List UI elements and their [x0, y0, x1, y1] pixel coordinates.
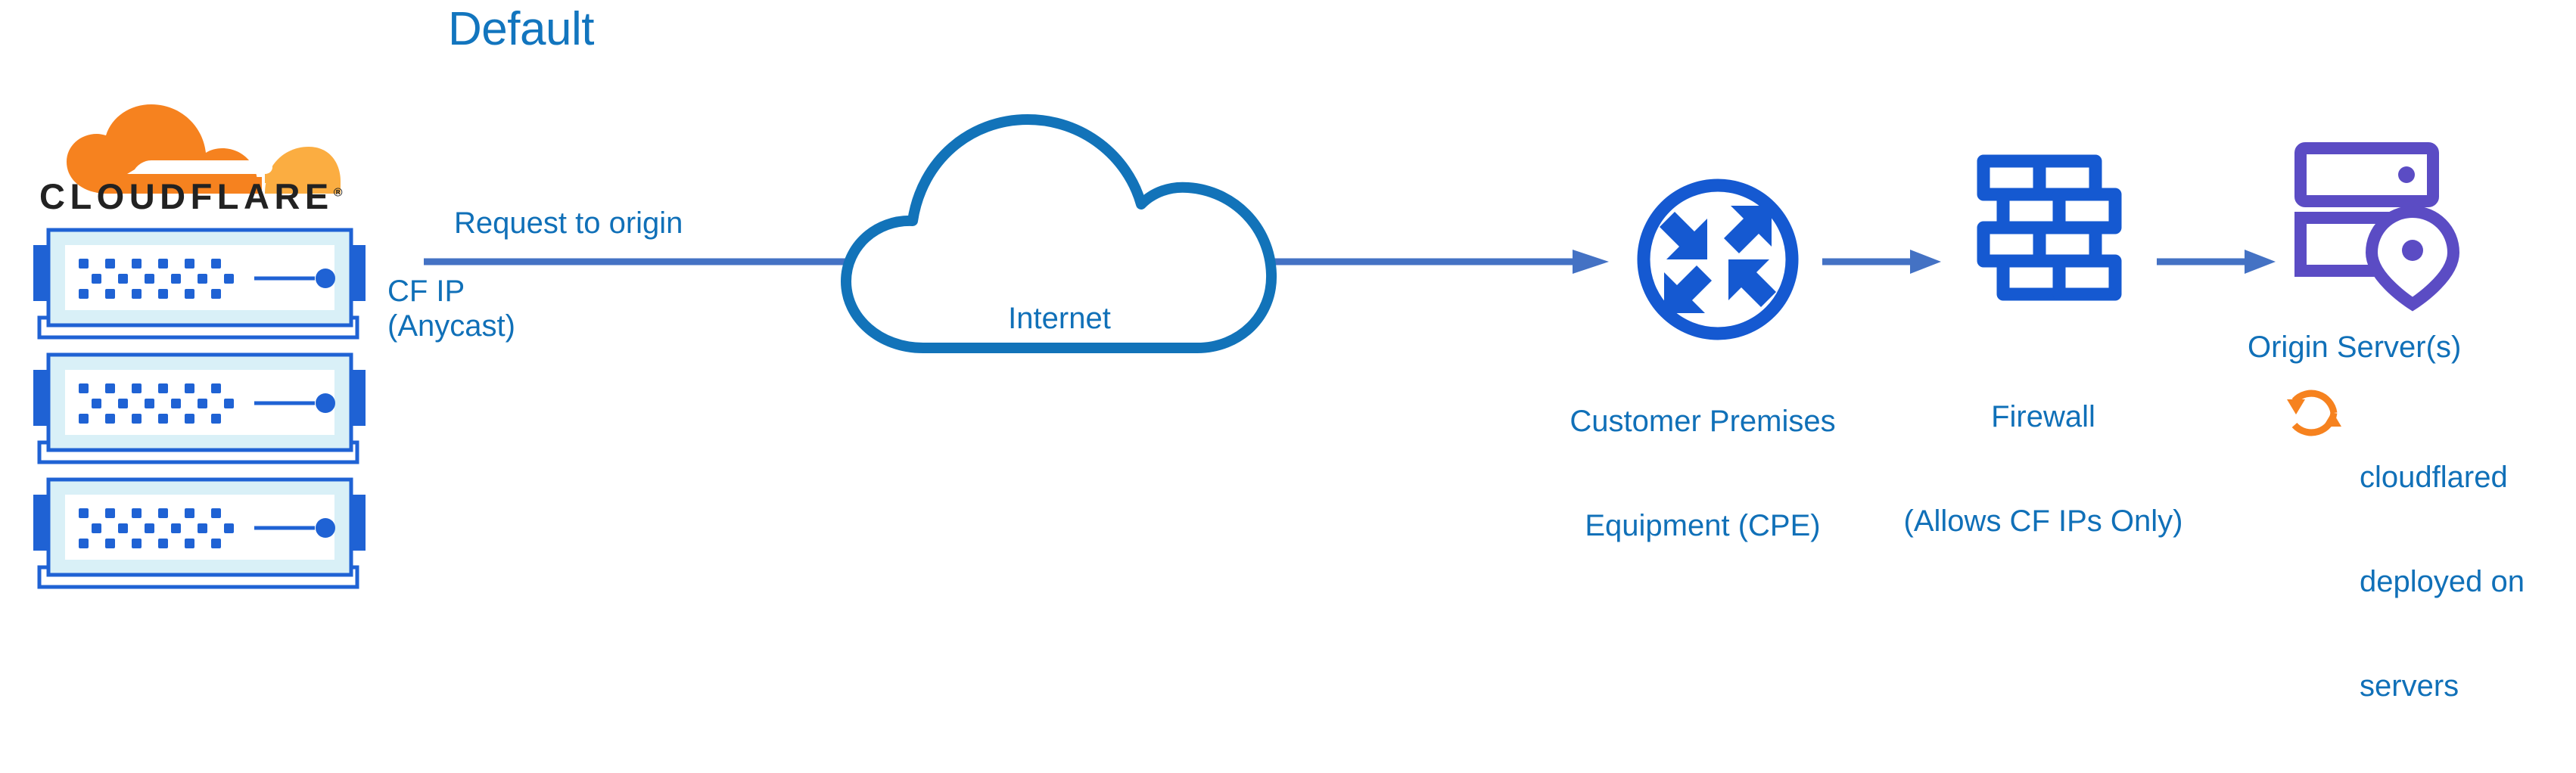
request-to-origin-label: Request to origin	[454, 206, 683, 240]
cloudflare-wordmark-text: CLOUDFLARE	[39, 176, 334, 216]
cpe-label-line2: Equipment (CPE)	[1585, 509, 1821, 542]
origin-server-label: Origin Server(s)	[2248, 331, 2462, 364]
page-title: Default	[448, 3, 594, 55]
server-stack-pin-icon	[2293, 141, 2467, 315]
registered-mark: ®	[333, 186, 343, 200]
cloudflared-note-line3: servers	[2360, 669, 2459, 703]
firewall-label-line1: Firewall	[1991, 400, 2095, 433]
cf-ip-anycast-label: CF IP (Anycast)	[387, 275, 515, 343]
brick-wall-icon	[1974, 151, 2125, 303]
cloud-icon	[832, 106, 1286, 355]
cloudflare-wordmark: CLOUDFLARE®	[39, 175, 343, 217]
cloudflared-note-line1: cloudflared	[2360, 461, 2508, 494]
server-rack-icon	[27, 344, 372, 465]
firewall-label-line2: (Allows CF IPs Only)	[1903, 504, 2183, 538]
server-rack-icon	[27, 469, 372, 590]
cloudflare-logo-icon	[38, 104, 341, 194]
server-rack-icon	[27, 219, 372, 340]
arrow-firewall-to-origin	[2157, 246, 2278, 278]
cloudflared-note-group: cloudflared deployed on servers	[2360, 390, 2564, 773]
sync-arrows-icon	[2279, 378, 2349, 448]
internet-label: Internet	[1008, 302, 1111, 335]
firewall-label-group: Firewall (Allows CF IPs Only)	[1877, 330, 2210, 608]
cloudflared-note-line2: deployed on	[2360, 565, 2525, 598]
arrow-cpe-to-firewall	[1822, 246, 1943, 278]
cpe-label-line1: Customer Premises	[1570, 405, 1836, 438]
router-icon	[1631, 172, 1805, 346]
diagram-canvas: Default CLOUDFLARE®	[27, 3, 2525, 703]
cpe-label-group: Customer Premises Equipment (CPE)	[1536, 334, 1869, 613]
